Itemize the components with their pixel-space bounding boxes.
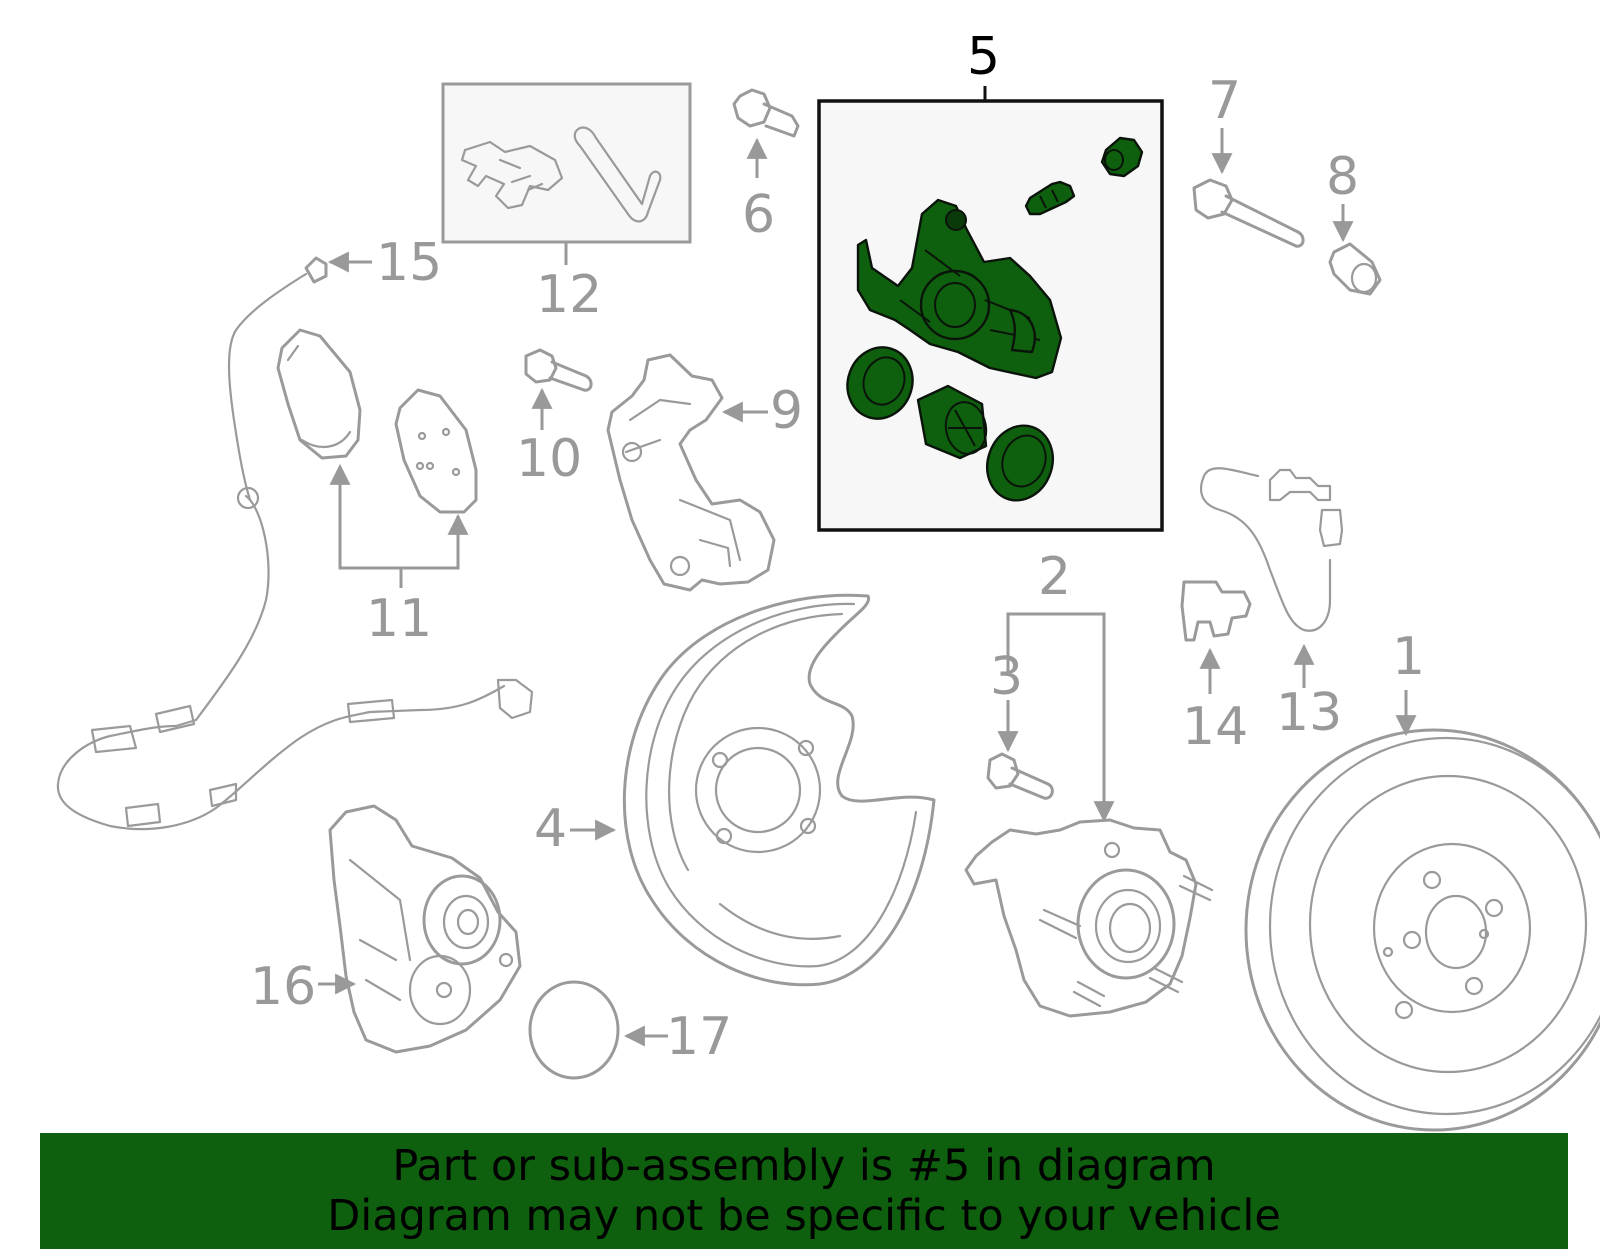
banner-line-2: Diagram may not be specific to your vehi… [327, 1191, 1281, 1241]
callout-7: 7 [1208, 71, 1241, 131]
callout-13: 13 [1276, 683, 1342, 743]
part-4-dust-shield[interactable] [570, 593, 936, 987]
part-17-o-ring[interactable] [528, 980, 668, 1080]
callout-6: 6 [742, 185, 775, 245]
callout-11: 11 [366, 589, 432, 649]
callout-4: 4 [534, 799, 567, 859]
callout-17: 17 [666, 1007, 732, 1067]
part-9-caliper-support[interactable] [606, 353, 776, 592]
callout-14: 14 [1182, 697, 1248, 757]
info-banner: Part or sub-assembly is #5 in diagram Di… [40, 1133, 1568, 1249]
callout-16: 16 [250, 957, 316, 1017]
part-16-actuator[interactable] [318, 804, 522, 1054]
part-11-brake-pads[interactable] [276, 328, 478, 588]
callout-10: 10 [516, 429, 582, 489]
part-14-bracket[interactable] [1180, 580, 1252, 694]
callout-1: 1 [1392, 627, 1425, 687]
part-5-caliper-assembly[interactable] [817, 86, 1164, 532]
callout-9: 9 [770, 381, 803, 441]
banner-line-1: Part or sub-assembly is #5 in diagram [392, 1141, 1216, 1191]
part-10-bolt[interactable] [524, 348, 593, 430]
callout-3: 3 [990, 647, 1023, 707]
part-3-hub-bolt[interactable] [986, 700, 1054, 800]
callout-8: 8 [1326, 147, 1359, 207]
callout-5: 5 [967, 27, 1000, 87]
part-13-brake-hose[interactable] [1200, 467, 1344, 688]
callout-12: 12 [536, 265, 602, 325]
part-2-hub-bearing[interactable] [964, 612, 1214, 1018]
part-15-sensor-wire[interactable] [56, 251, 534, 831]
callout-2: 2 [1038, 547, 1071, 607]
part-6-bolt[interactable] [732, 88, 800, 178]
part-7-guide-pin[interactable] [1192, 128, 1305, 248]
part-1-rotor[interactable] [1244, 690, 1600, 1132]
callout-15: 15 [376, 233, 442, 293]
part-12-hardware-kit[interactable] [441, 82, 692, 265]
part-8-boot[interactable] [1328, 204, 1382, 296]
